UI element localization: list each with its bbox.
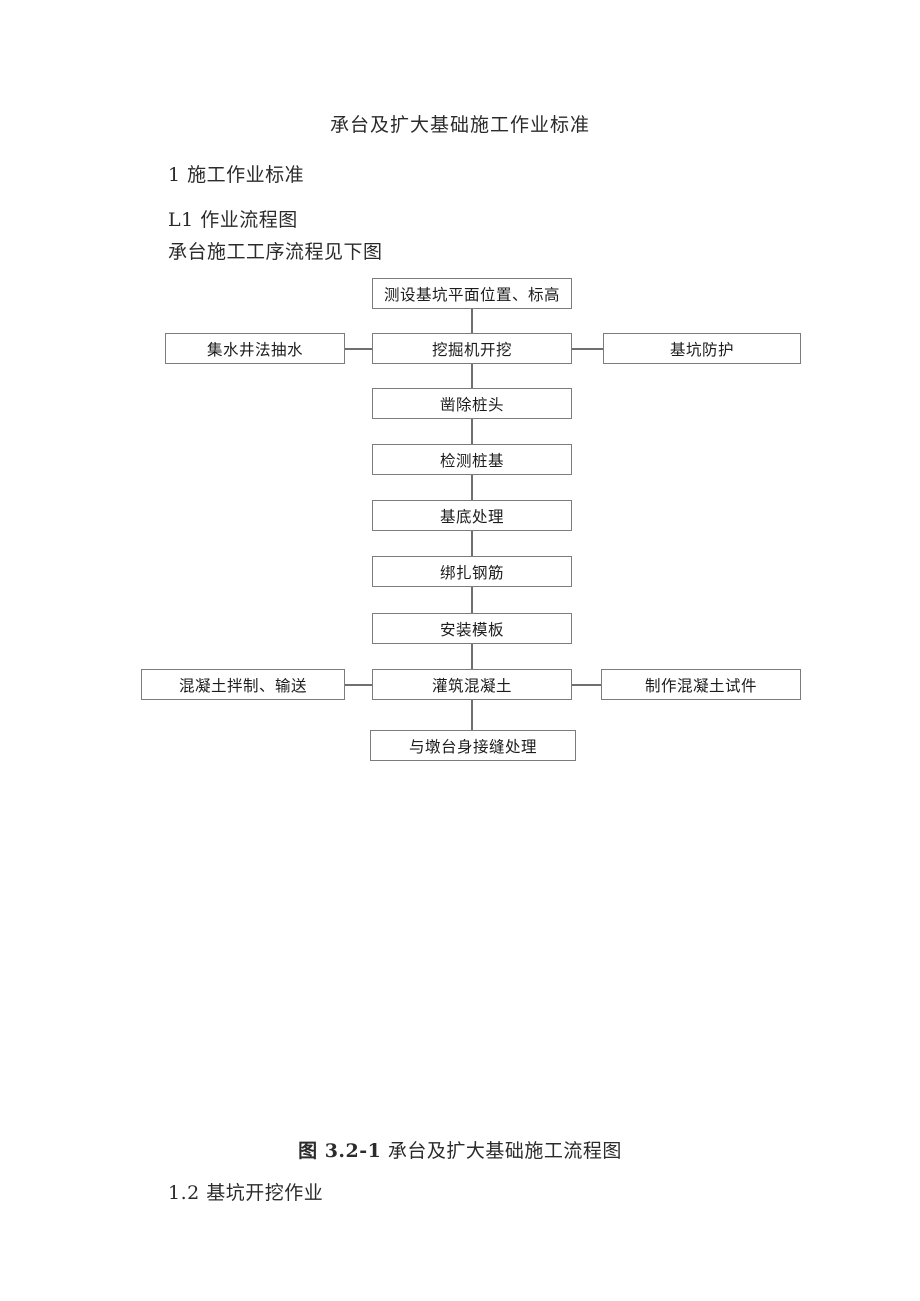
flow-node-dewater-label: 集水井法抽水 — [206, 340, 303, 359]
flow-node-install-formwork[interactable]: 安装模板 — [372, 613, 572, 644]
flow-node-chisel-pile-head-label: 凿除桩头 — [439, 395, 504, 414]
paragraph-flow-intro: 承台施工工序流程见下图 — [168, 241, 383, 263]
page-title: 承台及扩大基础施工作业标准 — [329, 114, 590, 136]
flow-node-pour-concrete[interactable]: 灌筑混凝土 — [372, 669, 572, 700]
flow-node-pit-protection-label: 基坑防护 — [669, 340, 734, 359]
flow-node-mix-transport[interactable]: 混凝土拌制、输送 — [141, 669, 345, 700]
connector-chisel-to-testpile — [471, 418, 473, 444]
flow-node-mix-transport-label: 混凝土拌制、输送 — [178, 676, 307, 695]
connector-pour-to-specimen — [571, 684, 602, 686]
flow-node-base-treatment-label: 基底处理 — [439, 507, 504, 526]
paragraph-subsection-heading: L1 作业流程图 — [168, 209, 298, 231]
flow-node-make-specimen-label: 制作混凝土试件 — [644, 676, 757, 695]
paragraph-closing-heading: 1.2 基坑开挖作业 — [168, 1182, 324, 1204]
flow-node-pit-protection[interactable]: 基坑防护 — [603, 333, 801, 364]
connector-survey-to-excavate — [471, 308, 473, 334]
figure-caption: 图 3.2-1 承台及扩大基础施工流程图 — [0, 1136, 920, 1163]
connector-formwork-to-pour — [471, 643, 473, 669]
flow-node-install-formwork-label: 安装模板 — [439, 620, 504, 639]
connector-excavate-to-chisel — [471, 363, 473, 389]
figure-caption-number: 图 3.2-1 — [298, 1140, 382, 1162]
flow-node-tie-rebar-label: 绑扎钢筋 — [439, 563, 504, 582]
flow-node-chisel-pile-head[interactable]: 凿除桩头 — [372, 388, 572, 419]
connector-pour-to-joint — [471, 699, 473, 730]
flow-node-survey[interactable]: 测设基坑平面位置、标高 — [372, 278, 572, 309]
connector-dewater-to-excavate — [344, 348, 373, 350]
flow-node-test-pile-label: 检测桩基 — [439, 451, 504, 470]
figure-caption-text: 承台及扩大基础施工流程图 — [387, 1140, 622, 1162]
flow-node-excavate[interactable]: 挖掘机开挖 — [372, 333, 572, 364]
flow-node-pour-concrete-label: 灌筑混凝土 — [431, 676, 512, 695]
flow-node-excavate-label: 挖掘机开挖 — [431, 340, 512, 359]
connector-testpile-to-basetreatment — [471, 474, 473, 500]
connector-mix-to-pour — [345, 684, 373, 686]
flow-node-tie-rebar[interactable]: 绑扎钢筋 — [372, 556, 572, 587]
paragraph-section-heading: 1 施工作业标准 — [168, 164, 305, 186]
flow-node-make-specimen[interactable]: 制作混凝土试件 — [601, 669, 801, 700]
flow-node-joint-treatment[interactable]: 与墩台身接缝处理 — [370, 730, 576, 761]
flow-node-dewater[interactable]: 集水井法抽水 — [165, 333, 345, 364]
connector-basetreatment-to-rebar — [471, 530, 473, 556]
connector-excavate-to-protection — [571, 348, 604, 350]
connector-rebar-to-formwork — [471, 586, 473, 613]
flow-node-test-pile[interactable]: 检测桩基 — [372, 444, 572, 475]
flow-node-joint-treatment-label: 与墩台身接缝处理 — [408, 737, 537, 756]
flow-node-survey-label: 测设基坑平面位置、标高 — [383, 285, 560, 304]
flow-node-base-treatment[interactable]: 基底处理 — [372, 500, 572, 531]
